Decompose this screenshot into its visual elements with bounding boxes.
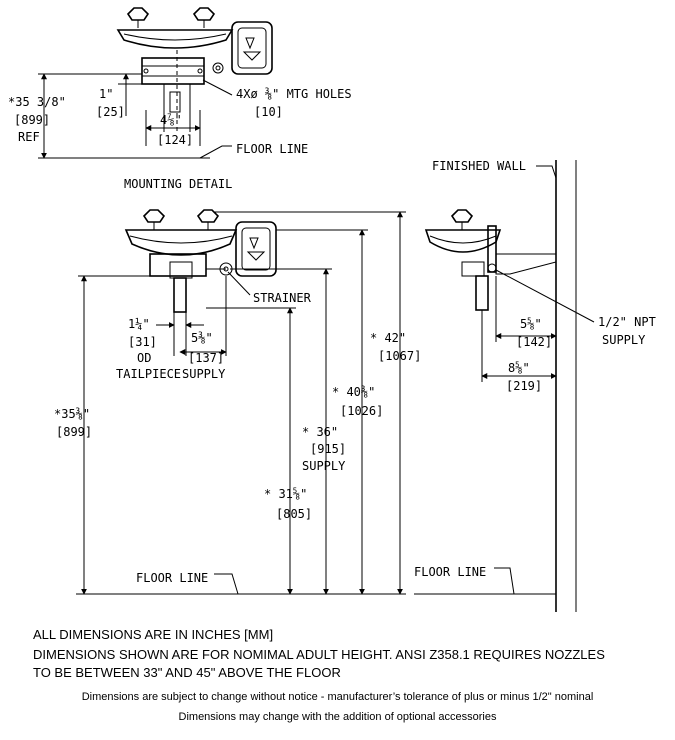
dim-one: 1" bbox=[99, 87, 113, 101]
od-label: OD bbox=[137, 351, 151, 365]
od-mm: [31] bbox=[128, 335, 157, 349]
dim-height-top: *35 3/8" bbox=[8, 95, 66, 109]
floor-line-front: FLOOR LINE bbox=[136, 571, 208, 585]
nozzle-right bbox=[196, 209, 220, 230]
height-3158-mm: [805] bbox=[276, 507, 312, 521]
supply-mm: [137] bbox=[188, 351, 224, 365]
nozzle-right bbox=[192, 7, 216, 28]
bowl-outline bbox=[116, 29, 234, 49]
height-42: * 42" bbox=[370, 331, 406, 345]
installation-drawing: *35 3/8" [899] REF 1" [25] 4⅞" [124] 4Xø… bbox=[8, 7, 656, 612]
supply-dim: 5⅜" bbox=[191, 331, 213, 345]
finished-wall-label: FINISHED WALL bbox=[432, 159, 526, 173]
floor-line-top: FLOOR LINE bbox=[236, 142, 308, 156]
dim-858-mm: [219] bbox=[506, 379, 542, 393]
npt-supply-label: SUPPLY bbox=[602, 333, 646, 347]
bowl-outline bbox=[424, 229, 502, 253]
tailpiece bbox=[173, 277, 187, 313]
tailpiece-side bbox=[475, 275, 489, 311]
height-3538: *35⅜" bbox=[54, 407, 90, 421]
units-note: ALL DIMENSIONS ARE IN INCHES [MM] bbox=[33, 627, 274, 642]
height-36: * 36" bbox=[302, 425, 338, 439]
height-42-mm: [1067] bbox=[378, 349, 421, 363]
od-dim: 1¼" bbox=[128, 317, 150, 331]
mtg-holes-mm: [10] bbox=[254, 105, 283, 119]
height-3538-mm: [899] bbox=[56, 425, 92, 439]
disclaimer-line2: Dimensions may change with the addition … bbox=[178, 711, 497, 723]
nozzle-left bbox=[126, 7, 150, 28]
floor-line-side: FLOOR LINE bbox=[414, 565, 486, 579]
mounting-bracket bbox=[141, 57, 205, 85]
dim-one-mm: [25] bbox=[96, 105, 125, 119]
notes-block: ALL DIMENSIONS ARE IN INCHES [MM] DIMENS… bbox=[0, 620, 675, 740]
nominal-note-line1: DIMENSIONS SHOWN ARE FOR NOMIMAL ADULT H… bbox=[33, 647, 605, 662]
mounting-detail-title: MOUNTING DETAIL bbox=[124, 177, 232, 191]
push-handle bbox=[235, 221, 277, 277]
push-handle bbox=[231, 21, 273, 75]
dim-558-mm: [142] bbox=[516, 335, 552, 349]
height-36-supply: SUPPLY bbox=[302, 459, 346, 473]
height-4038-mm: [1026] bbox=[340, 404, 383, 418]
height-36-mm: [915] bbox=[310, 442, 346, 456]
supply-label: SUPPLY bbox=[182, 367, 226, 381]
side-view: FINISHED WALL 1/2" NPT SUPPLY 5⅝" [142] … bbox=[414, 159, 656, 612]
bowl-outline bbox=[124, 229, 238, 256]
dim-height-ref: REF bbox=[18, 130, 40, 144]
dim-858: 8⅝" bbox=[508, 361, 530, 375]
nozzle-side bbox=[450, 209, 474, 230]
height-4038: * 40⅜" bbox=[332, 385, 375, 399]
dim-558: 5⅝" bbox=[520, 317, 542, 331]
front-view: STRAINER 1¼" [31] OD TAILPIECE 5⅜" [137]… bbox=[54, 209, 421, 595]
mounting-detail-view: *35 3/8" [899] REF 1" [25] 4⅞" [124] 4Xø… bbox=[8, 7, 352, 191]
nominal-note-line2: TO BE BETWEEN 33" AND 45" ABOVE THE FLOO… bbox=[33, 665, 341, 680]
strainer-label: STRAINER bbox=[253, 291, 312, 305]
npt-label: 1/2" NPT bbox=[598, 315, 656, 329]
tailpiece-label: TAILPIECE bbox=[116, 367, 181, 381]
mtg-holes-label: 4Xø ⅜" MTG HOLES bbox=[236, 87, 352, 101]
height-3158: * 31⅝" bbox=[264, 487, 307, 501]
dim-height-top-mm: [899] bbox=[14, 113, 50, 127]
dim-width: 4⅞" bbox=[160, 113, 182, 127]
dim-width-mm: [124] bbox=[157, 133, 193, 147]
nozzle-left bbox=[142, 209, 166, 230]
disclaimer-line1: Dimensions are subject to change without… bbox=[81, 691, 594, 703]
